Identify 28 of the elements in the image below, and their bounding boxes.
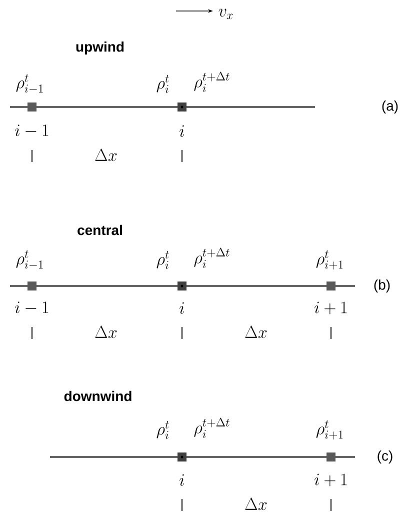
- spacing-label: $\Delta x$: [245, 326, 267, 338]
- spacing-label: $\Delta x$: [95, 326, 117, 338]
- scheme-title: central: [78, 224, 122, 236]
- density-label: $\rho^{t+\Delta t}_{i}$: [194, 72, 230, 92]
- index-label: $i$: [180, 474, 184, 486]
- velocity-label: $v_{x}$: [218, 8, 233, 20]
- index-label: $i-1$: [15, 124, 48, 136]
- density-label: $\rho^{t}_{i}$: [156, 250, 169, 270]
- density-label: $\rho^{t}_{i}$: [156, 74, 169, 94]
- density-label: $\rho^{t}_{i}$: [156, 420, 169, 440]
- density-label: $\rho^{t+\Delta t}_{i}$: [194, 248, 230, 268]
- density-label: $\rho^{t+\Delta t}_{i}$: [194, 418, 230, 438]
- panel-label: (a): [382, 100, 398, 114]
- index-label: $i$: [180, 125, 184, 137]
- density-label: $\rho^{t}_{i+1}$: [316, 420, 343, 440]
- scheme-title: upwind: [76, 41, 124, 55]
- index-label: $i$: [180, 302, 184, 314]
- density-label: $\rho^{t}_{i-1}$: [16, 250, 43, 269]
- density-label: $\rho^{t}_{i-1}$: [16, 74, 43, 93]
- density-label: $\rho^{t}_{i+1}$: [316, 250, 343, 270]
- panel-label: (b): [374, 279, 390, 293]
- index-label: $i-1$: [15, 302, 48, 314]
- scheme-title: downwind: [64, 390, 132, 402]
- panel-label: (c): [378, 450, 392, 464]
- index-label: $i+1$: [314, 302, 347, 314]
- spacing-label: $\Delta x$: [245, 498, 267, 510]
- spacing-label: $\Delta x$: [95, 148, 117, 162]
- index-label: $i+1$: [314, 474, 347, 486]
